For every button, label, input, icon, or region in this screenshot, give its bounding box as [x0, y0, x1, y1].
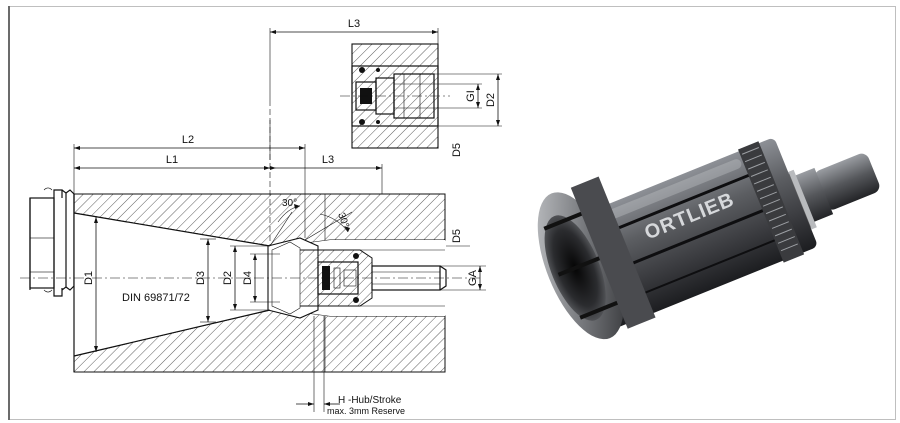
label-l1: L1 [166, 154, 178, 166]
label-stroke-line1: H -Hub/Stroke [338, 395, 402, 406]
label-d2-inset: D2 [485, 93, 497, 107]
product-photo: ORTLIEB [537, 138, 880, 340]
label-angle-2: 30° [335, 211, 351, 229]
label-angle-1: 30° [282, 198, 297, 209]
label-d4: D4 [242, 271, 254, 285]
label-d1: D1 [83, 271, 95, 285]
dimension-lines [73, 28, 502, 412]
label-l3-top: L3 [348, 18, 360, 30]
label-stroke-line2: max. 3mm Reserve [327, 406, 405, 416]
label-d5-mid: D5 [451, 229, 463, 243]
photo-cap [537, 176, 656, 340]
page-edge-bar [8, 6, 10, 420]
label-d2: D2 [222, 271, 234, 285]
label-d3: D3 [195, 271, 207, 285]
label-d5-top: D5 [451, 143, 463, 157]
label-l3-mid: L3 [322, 154, 334, 166]
label-l2: L2 [182, 134, 194, 146]
label-ga: GA [467, 269, 479, 286]
label-gi: GI [465, 90, 477, 102]
dimension-labels: L3 L2 L1 L3 D1 D3 D2 D4 GI D2 D5 D5 GA 3… [83, 18, 497, 416]
label-standard: DIN 69871/72 [122, 292, 190, 304]
detail-inset [340, 43, 450, 149]
spindle-flange [29, 187, 75, 297]
spindle-section [73, 193, 446, 373]
